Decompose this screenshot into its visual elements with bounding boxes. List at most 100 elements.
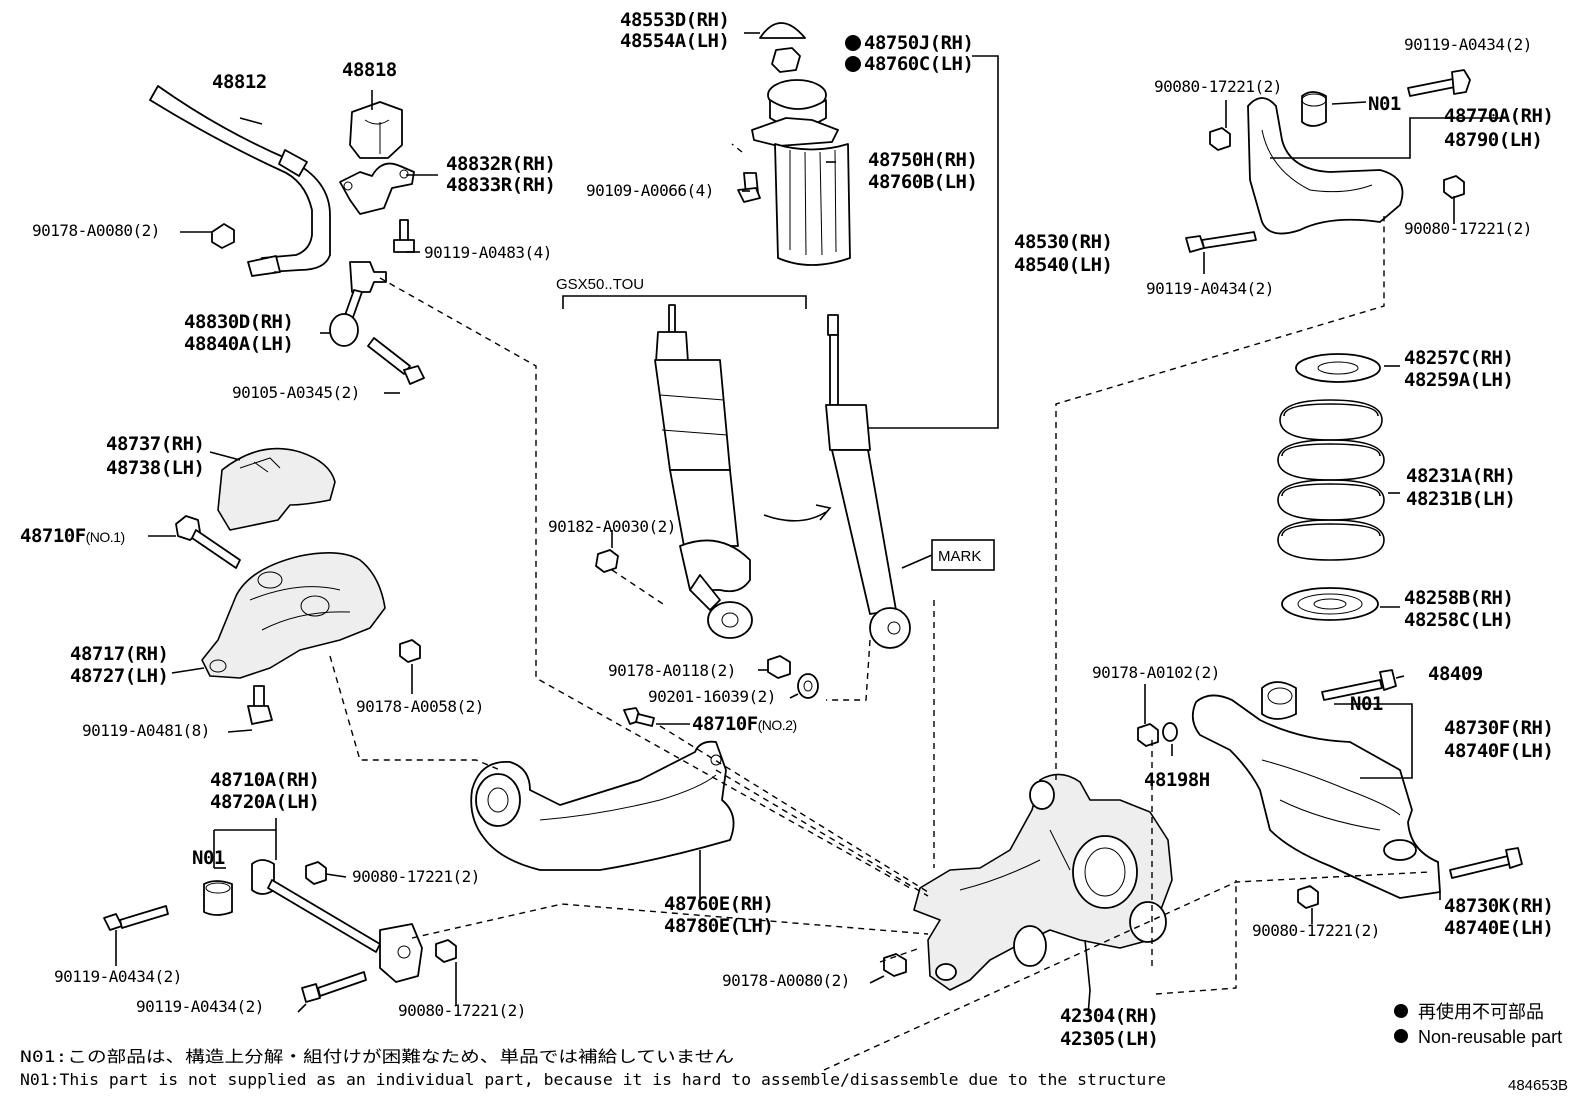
trailing-arm-part [470,740,735,871]
label-48760b: 48760B(LH) [868,171,977,193]
stabilizer-link-part [329,261,387,347]
legend: 再使用不可部品 Non-reusable part [1394,1002,1562,1047]
label-48840a: 48840A(LH) [184,333,293,355]
nut-90182-part [595,549,619,573]
label-90080-17221-bottom-right: 90080-17221(2) [1252,921,1380,940]
assembly-dashed-lines [274,143,1431,1071]
note-en: N01:This part is not supplied as an indi… [20,1070,1166,1089]
label-48553d: 48553D(RH) [620,9,729,31]
label-48730k: 48730K(RH) [1444,895,1553,917]
label-90119-a0483: 90119-A0483(4) [424,243,552,262]
nut-90178-a0080-left-part [211,223,235,249]
label-48710f-no2-number: 48710F [692,713,758,735]
label-48832r: 48832R(RH) [446,153,555,175]
label-90182-a0030: 90182-A0030(2) [548,517,676,536]
nut-90080-mid-left-part [305,861,327,885]
nut-90178-a0102-part [1137,723,1159,747]
nut-90178-a0080-center-part [883,953,907,977]
label-48730f: 48730F(RH) [1444,717,1553,739]
label-48554a: 48554A(LH) [620,30,729,52]
label-90178-a0080-left: 90178-A0080(2) [32,221,160,240]
label-48760c: 48760C(LH) [864,53,973,75]
heat-insulator-part [217,447,336,531]
label-90105-a0345: 90105-A0345(2) [232,383,360,402]
label-90080-17221-bottom-left: 90080-17221(2) [398,1001,526,1020]
upper-arm-bushing-part [1301,91,1327,127]
label-48727: 48727(LH) [70,665,168,687]
label-48258b: 48258B(RH) [1404,587,1513,609]
spring-upper-insulator-part [1295,353,1381,383]
label-90178-a0102: 90178-A0102(2) [1092,663,1220,682]
label-48710f-no1-note: (NO.1) [86,529,125,545]
non-reusable-marker-icon [845,35,861,72]
label-48830d: 48830D(RH) [184,311,293,333]
label-48737: 48737(RH) [106,433,204,455]
legend-bullet-icon [1394,1004,1408,1018]
label-48750j: 48750J(RH) [864,32,973,54]
bolt-48710f-no2-part [623,707,655,727]
label-48530: 48530(RH) [1014,231,1112,253]
spring-lower-insulator-part [1281,587,1379,621]
label-48818: 48818 [342,59,397,81]
label-48198h: 48198H [1144,769,1210,791]
label-90119-a0434-bottom-left-2: 90119-A0434(2) [136,997,264,1016]
footnotes: N01:この部品は、構造上分解・組付けが困難なため、単品では補給していません N… [20,1047,1166,1089]
label-48833r: 48833R(RH) [446,174,555,196]
label-48760e: 48760E(RH) [664,893,773,915]
label-90178-a0080-center: 90178-A0080(2) [722,971,850,990]
bolt-48730k-part [1449,847,1523,879]
nut-90080-top-right-part [1443,175,1465,199]
steering-knuckle-part [913,773,1173,991]
label-42304: 42304(RH) [1060,1005,1158,1027]
label-n01-right: N01 [1350,693,1383,715]
washer-48198h-part [1162,722,1178,742]
label-mark: MARK [938,548,981,565]
upper-arm-part [1247,97,1404,235]
label-90201-16039: 90201-16039(2) [648,687,776,706]
bolt-90119-a0434-bl2-part [301,971,367,1003]
nut-90080-bottom-left-part [435,939,457,963]
label-48710f-no2: 48710F(NO.2) [692,713,797,735]
label-90109-a0066: 90109-A0066(4) [586,181,714,200]
shock-absorber-part [825,314,911,649]
coil-spring-part [1277,399,1385,561]
nut-90080-top-left-part [1209,127,1231,151]
replacement-arrow [763,504,832,522]
bolt-90119-a0481-part [247,685,273,725]
part-number-labels: 48553D(RH) 48554A(LH) 48750J(RH) 48760C(… [20,9,1554,1050]
suspension-member-bracket-part [201,552,386,679]
washer-90201-part [797,673,819,699]
label-n01-top: N01 [1368,93,1401,115]
label-48710f-no1-number: 48710F [20,525,86,547]
nut-90178-a0118-part [767,655,791,679]
note-jp: N01:この部品は、構造上分解・組付けが困難なため、単品では補給していません [20,1047,734,1066]
stabilizer-bracket-part [339,162,415,215]
leader-lines [115,32,1504,1017]
label-48720a: 48720A(LH) [210,791,319,813]
bolt-48409-part [1321,669,1397,701]
bolt-90119-a0434-top-part [1407,69,1471,97]
label-90178-a0058: 90178-A0058(2) [356,697,484,716]
legend-en: Non-reusable part [1418,1027,1562,1047]
label-n01-left: N01 [192,847,225,869]
label-48409: 48409 [1428,663,1483,685]
dust-cap-part [759,22,806,39]
bolt-90119-a0434-right-part [1185,231,1257,253]
label-48540: 48540(LH) [1014,254,1112,276]
label-48780e: 48780E(LH) [664,915,773,937]
label-90119-a0434-bottom-left-1: 90119-A0434(2) [54,967,182,986]
stabilizer-bar-part [149,85,331,277]
legend-jp: 再使用不可部品 [1418,1002,1544,1022]
label-48740e: 48740E(LH) [1444,917,1553,939]
stabilizer-bushing-part [349,101,403,159]
lateral-link-part [251,859,423,983]
bolt-48710f-no1-part [175,515,241,569]
bolt-90105-part [367,337,425,385]
label-48790: 48790(LH) [1444,129,1542,151]
label-48710f-no1: 48710F(NO.1) [20,525,125,547]
shock-absorber-gsx-part [654,304,753,639]
label-90119-a0434-right: 90119-A0434(2) [1146,279,1274,298]
label-90178-a0118: 90178-A0118(2) [608,661,736,680]
label-48750h: 48750H(RH) [868,149,977,171]
